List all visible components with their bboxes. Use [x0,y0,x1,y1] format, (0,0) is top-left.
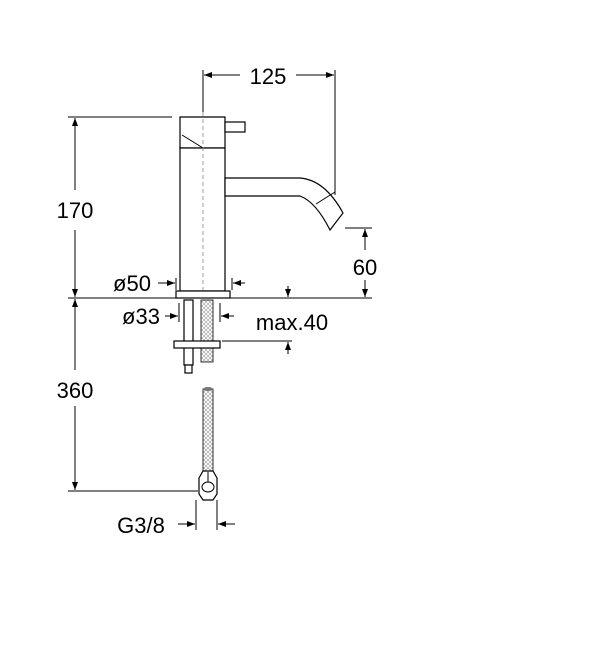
dimension-label-170: 170 [57,198,94,223]
dimension-170: 170 [57,116,172,297]
dimension-label-125: 125 [250,64,287,89]
dimension-max-40: max.40 [222,286,328,354]
dimension-label-diameter-50: ø50 [113,271,151,296]
dimension-125: 125 [202,64,336,195]
dimension-diameter-50: ø50 [113,271,245,296]
dimension-label-360: 360 [57,378,94,403]
flexible-hose [198,387,218,501]
dimension-label-60: 60 [353,255,377,280]
mounting-kit [173,299,221,374]
dimension-diameter-33: ø33 [122,303,234,329]
dimension-label-diameter-33: ø33 [122,304,160,329]
dimension-label-max-40: max.40 [256,310,328,335]
dimension-360: 360 [57,299,198,492]
hex-nut [198,470,218,501]
dimension-label-g38: G3/8 [117,513,165,538]
dimension-60: 60 [345,227,377,297]
faucet-body [175,112,344,300]
dimension-g38: G3/8 [117,500,235,538]
lever-handle [224,121,246,133]
